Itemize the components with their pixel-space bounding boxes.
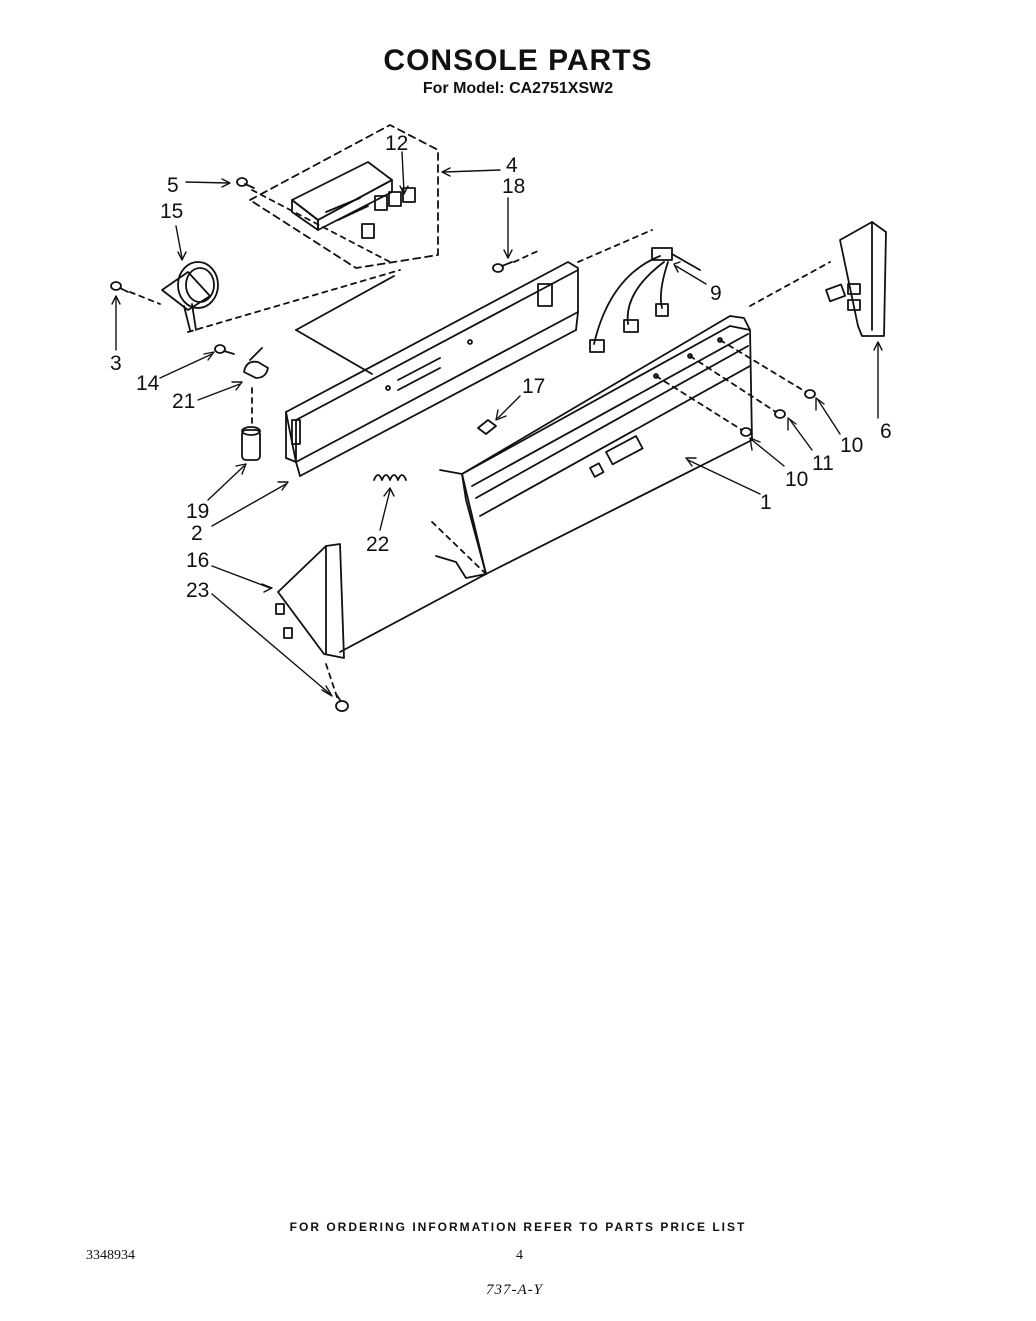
end-cap-6	[749, 221, 887, 337]
screw-3	[110, 281, 161, 305]
page-title: CONSOLE PARTS	[383, 44, 653, 77]
clip-strip-22	[373, 474, 407, 481]
callout-label: 10	[785, 468, 808, 491]
page-number: 4	[516, 1248, 523, 1263]
screw-18	[492, 249, 541, 273]
callout-label: 2	[191, 522, 203, 545]
callout-label: 6	[880, 420, 892, 443]
ordering-note: FOR ORDERING INFORMATION REFER TO PARTS …	[289, 1220, 747, 1234]
control-box-assembly	[249, 124, 439, 269]
diagram-code: 737-A-Y	[486, 1282, 543, 1298]
callout-label: 22	[366, 533, 389, 556]
document-number: 3348934	[86, 1248, 135, 1263]
screw-5	[236, 177, 391, 263]
leader-lines	[111, 151, 883, 697]
callout-label: 1	[760, 491, 772, 514]
callout-label: 10	[840, 434, 863, 457]
callout-label: 21	[172, 390, 195, 413]
callout-label: 4	[506, 154, 518, 177]
callout-label: 3	[110, 352, 122, 375]
callout-label: 12	[385, 132, 408, 155]
callout-label: 15	[160, 200, 183, 223]
callout-label: 23	[186, 579, 209, 602]
wire-harness-9	[577, 229, 701, 353]
clip-17	[477, 419, 497, 435]
knob-assembly	[214, 344, 269, 461]
callout-label: 16	[186, 549, 209, 572]
callout-label: 18	[502, 175, 525, 198]
callout-label: 5	[167, 174, 179, 197]
console-panel-1	[339, 315, 753, 653]
callout-label: 9	[710, 282, 722, 305]
callout-label: 17	[522, 375, 545, 398]
control-bracket-2	[285, 261, 579, 477]
screw-23	[335, 693, 349, 712]
callout-label: 14	[136, 372, 160, 395]
model-subtitle: For Model: CA2751XSW2	[422, 80, 614, 97]
callout-labels: 1 2 3 4 5 6 9 10 10 11 12 14 15 16 17 18…	[110, 132, 892, 602]
callout-label: 11	[812, 452, 834, 475]
timer-15	[161, 261, 401, 333]
screws-10-11	[655, 339, 816, 437]
callout-label: 19	[186, 500, 209, 523]
